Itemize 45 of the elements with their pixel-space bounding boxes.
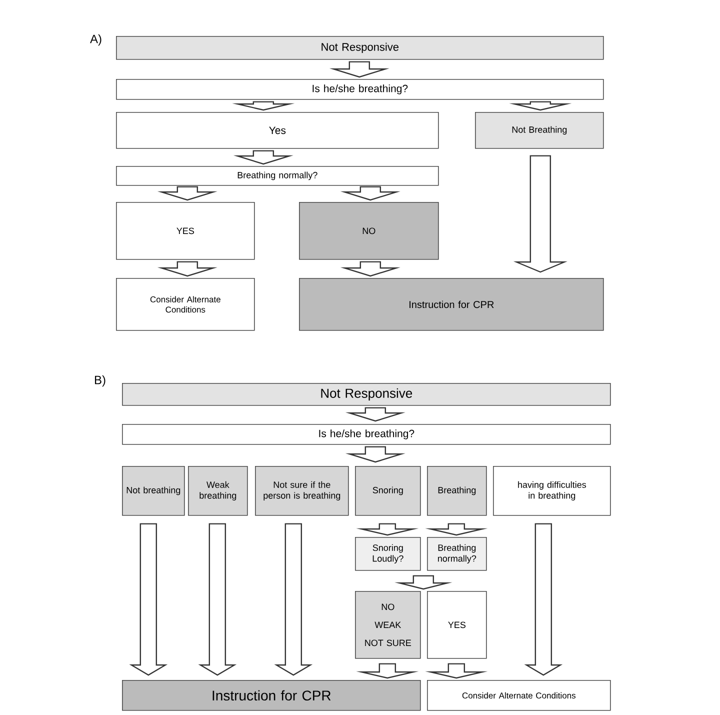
process-box: Weak breathing (188, 466, 248, 516)
process-box: NO WEAK NOT SURE (355, 591, 421, 659)
process-box: Not Breathing (475, 112, 604, 149)
process-box: Not breathing (122, 466, 185, 516)
block-arrow (394, 575, 452, 590)
process-box: Is he/she breathing? (116, 79, 604, 100)
block-arrow (157, 261, 218, 277)
process-box: Instruction for CPR (122, 680, 421, 711)
block-arrow (198, 523, 237, 676)
process-box: YES (116, 202, 255, 260)
block-arrow (329, 61, 390, 78)
block-arrow (513, 155, 568, 273)
process-box: Breathing (427, 466, 487, 516)
block-arrow (345, 407, 406, 422)
block-arrow (509, 101, 572, 111)
process-box: Instruction for CPR (299, 278, 604, 331)
block-arrow (129, 523, 168, 676)
block-arrow (356, 663, 419, 679)
process-box: Breathing normally? (116, 166, 439, 186)
block-arrow (340, 186, 400, 201)
panel-label: B) (95, 375, 106, 387)
process-box: Yes (116, 112, 439, 149)
block-arrow (232, 101, 295, 111)
block-arrow (345, 446, 406, 463)
process-box: YES (427, 591, 487, 659)
block-arrow (233, 150, 294, 165)
block-arrow (425, 523, 488, 536)
process-box: Breathing normally? (427, 537, 487, 571)
block-arrow (524, 523, 563, 676)
process-box: Is he/she breathing? (122, 424, 611, 445)
process-box: Snoring Loudly? (355, 537, 421, 571)
panel-label: A) (90, 34, 102, 46)
block-arrow (340, 261, 400, 277)
process-box: Not Responsive (116, 36, 604, 60)
process-box: Not Responsive (122, 383, 611, 406)
process-box: Not sure if the person is breathing (255, 466, 349, 516)
block-arrow (425, 663, 488, 679)
block-arrow (157, 186, 218, 201)
process-box: Consider Alternate Conditions (427, 680, 611, 711)
block-arrow (274, 523, 313, 676)
process-box: Consider Alternate Conditions (116, 278, 255, 331)
process-box: NO (299, 202, 439, 260)
block-arrow (356, 523, 419, 536)
process-box: Snoring (355, 466, 421, 516)
process-box: having difficulties in breathing (493, 466, 611, 516)
